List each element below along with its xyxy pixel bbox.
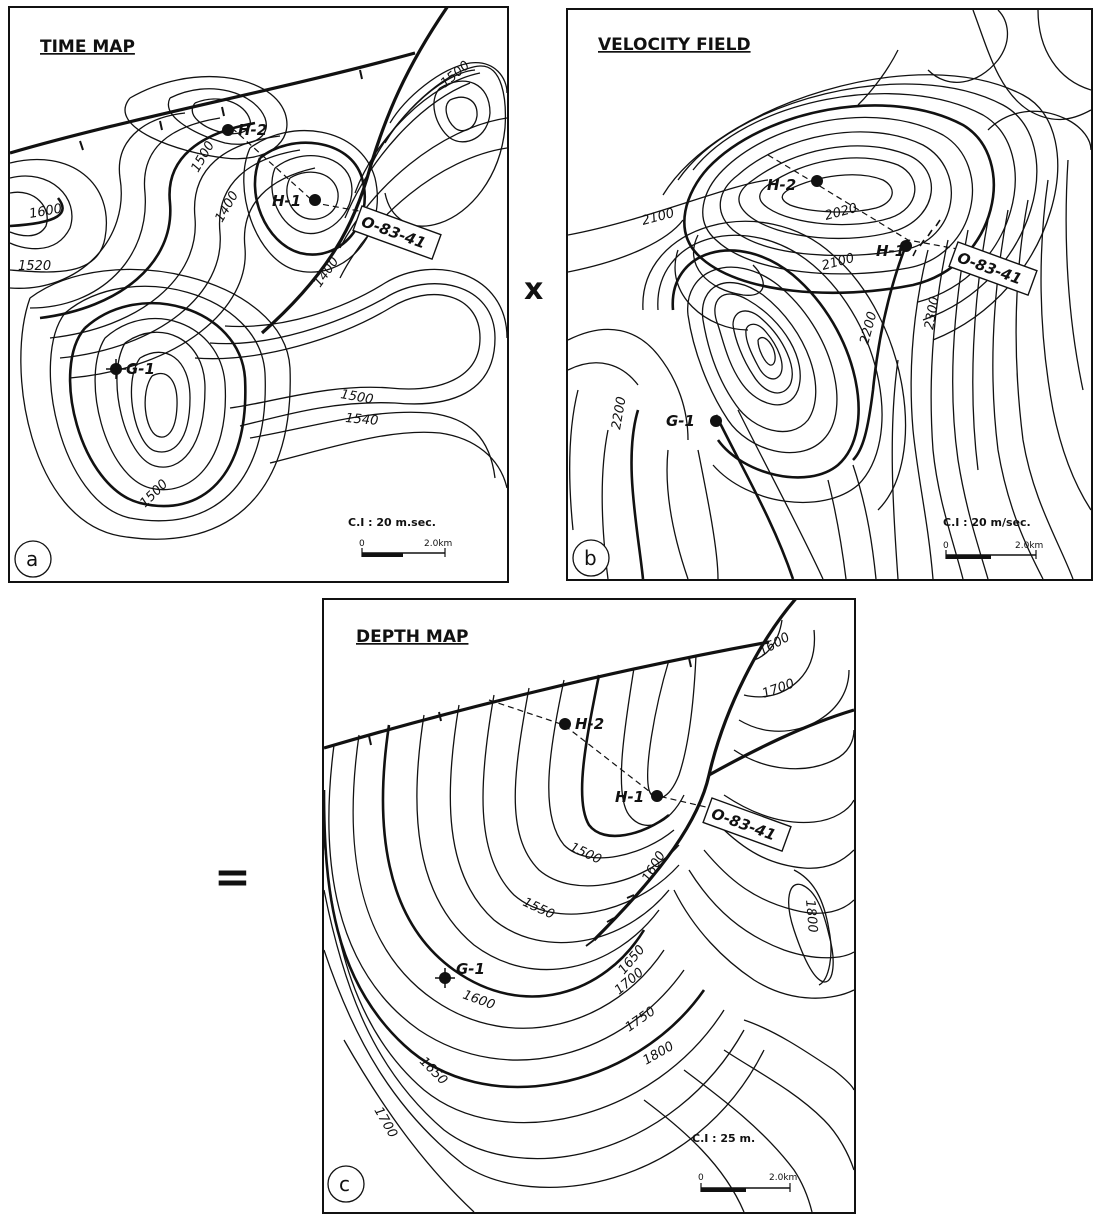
panel-tag: c (339, 1172, 350, 1196)
scale-bar: 0 2.0km (943, 541, 1043, 559)
svg-text:1500: 1500 (339, 387, 374, 408)
well-label: H-2 (767, 176, 796, 194)
well-marker (559, 718, 571, 730)
svg-text:1540: 1540 (345, 411, 379, 429)
well-label: G-1 (666, 412, 695, 430)
svg-text:2020: 2020 (823, 201, 859, 224)
svg-text:2100: 2100 (820, 251, 856, 274)
well-marker (222, 124, 234, 136)
svg-text:1650: 1650 (416, 1054, 450, 1088)
time-contours (10, 62, 507, 540)
well-marker (651, 790, 663, 802)
well-label: G-1 (126, 360, 155, 378)
fault-line (324, 640, 770, 750)
svg-text:2.0km: 2.0km (1015, 541, 1043, 551)
well-label: H-1 (876, 242, 905, 260)
seismic-line-label-box (352, 205, 442, 261)
fault-line (708, 708, 854, 777)
seismic-line (767, 154, 964, 251)
fault-line (260, 8, 449, 335)
multiply-operator: x (524, 272, 544, 307)
svg-text:0: 0 (359, 539, 365, 549)
svg-text:1520: 1520 (18, 259, 51, 274)
contour-interval: C.I : 20 m.sec. (348, 516, 436, 529)
panel-tag: b (584, 546, 597, 570)
seismic-line-label-box (702, 797, 792, 853)
well-label: G-1 (456, 960, 485, 978)
well-marker (900, 240, 912, 252)
svg-text:2200: 2200 (609, 395, 630, 430)
well-marker (309, 194, 321, 206)
svg-text:2.0km: 2.0km (424, 539, 452, 549)
svg-text:1800: 1800 (641, 1039, 677, 1069)
svg-text:1600: 1600 (757, 630, 793, 660)
svg-text:0: 0 (698, 1173, 704, 1183)
svg-text:1800: 1800 (802, 899, 820, 933)
well-marker (710, 415, 722, 427)
panel-title: TIME MAP (40, 37, 135, 57)
velocity-field-panel: VELOCITY FIELD (566, 8, 1093, 581)
panel-tag: a (26, 547, 38, 571)
equals-operator: = (214, 852, 251, 903)
contour-interval: C.I : 20 m/sec. (943, 516, 1031, 529)
svg-text:1700: 1700 (760, 676, 796, 701)
scale-bar: 0 2.0km (359, 539, 452, 557)
well-label: H-1 (615, 788, 644, 806)
contour-interval: C.I : 25 m. (692, 1132, 755, 1145)
svg-text:1400: 1400 (212, 189, 242, 225)
well-label: H-1 (272, 192, 301, 210)
svg-text:2200: 2200 (857, 310, 880, 346)
fault-line (10, 51, 416, 155)
seismic-line-label-box (948, 241, 1038, 297)
well-label: H-2 (575, 715, 604, 733)
svg-text:1750: 1750 (623, 1004, 659, 1035)
time-map-panel: TIME MAP (8, 6, 509, 583)
depth-contours (324, 619, 854, 1212)
panel-title: VELOCITY FIELD (598, 35, 751, 55)
svg-text:0: 0 (943, 541, 949, 551)
depth-map-panel: DEPTH MAP (322, 598, 856, 1214)
well-label: H-2 (238, 121, 267, 139)
well-marker (811, 175, 823, 187)
panel-title: DEPTH MAP (356, 627, 468, 647)
svg-text:2100: 2100 (640, 206, 676, 229)
scale-bar: 0 2.0km (698, 1173, 797, 1192)
velocity-contours (568, 10, 1091, 579)
svg-text:1500: 1500 (567, 840, 603, 868)
svg-text:2.0km: 2.0km (769, 1173, 797, 1183)
svg-text:1600: 1600 (28, 201, 63, 222)
svg-text:1600: 1600 (461, 988, 497, 1013)
svg-text:1550: 1550 (520, 895, 556, 923)
contour-labels: 2100 2020 2100 2200 2300 2200 (609, 201, 943, 431)
svg-text:2300: 2300 (922, 295, 943, 330)
